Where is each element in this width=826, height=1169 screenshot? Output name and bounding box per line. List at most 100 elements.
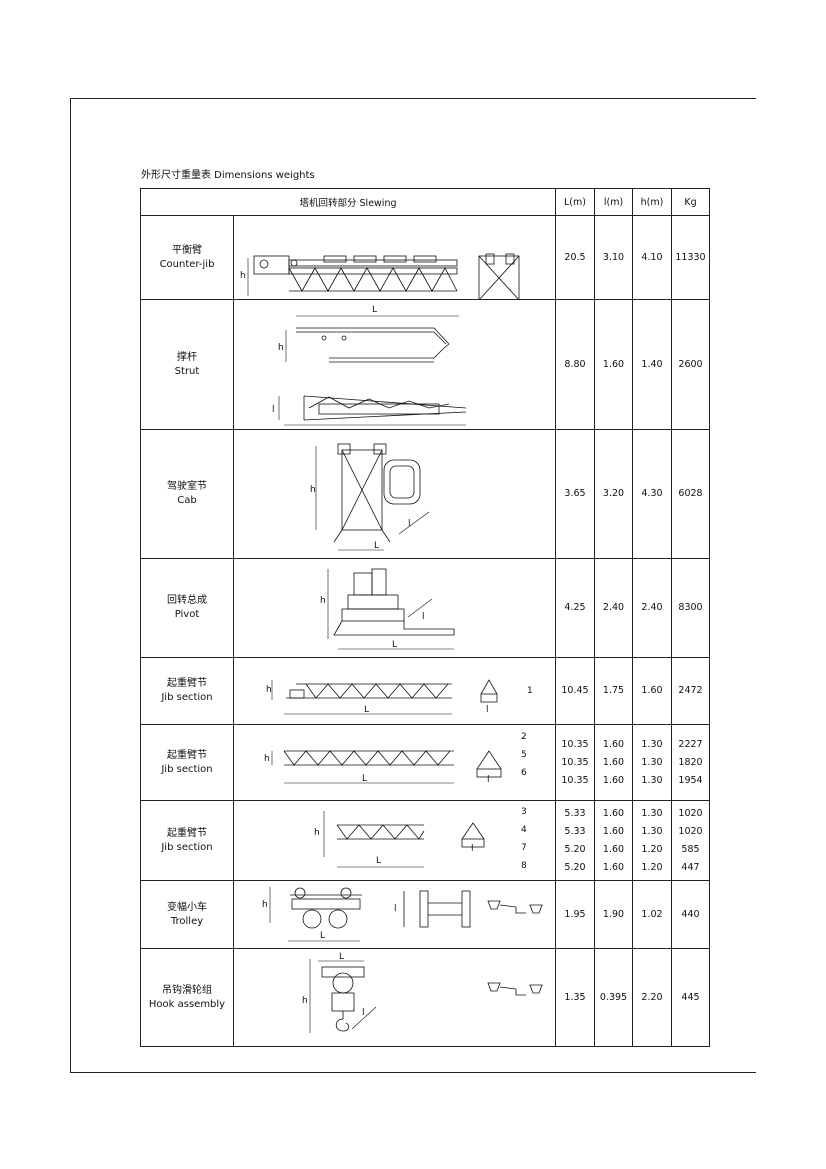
jib-1-length-label: L xyxy=(364,705,369,715)
weight-cell: 445 xyxy=(671,948,710,1047)
table-row: 撑杆 Strut L h l 8.80 xyxy=(140,299,710,430)
hook-assembly-drawing: L h l xyxy=(233,948,556,1047)
width-cell: 2.40 xyxy=(594,558,633,658)
jib-index-label: 2 xyxy=(521,732,527,742)
jib-2-length-label: L xyxy=(362,774,367,784)
trolley-figure: L h l xyxy=(262,887,543,942)
cab-figure: h L l xyxy=(310,443,430,551)
strut-drawing: L h l xyxy=(233,299,556,430)
counter-jib-figure: L h l xyxy=(240,253,520,299)
jib-3-length-label: L xyxy=(376,856,381,866)
trolley-drawing: L h l xyxy=(233,880,556,949)
header-width: l(m) xyxy=(594,188,633,216)
width-cell: 1.90 xyxy=(594,880,633,949)
weight-cell: 11330 xyxy=(671,215,710,300)
cab-height-label: h xyxy=(310,485,316,495)
table-header-row: 塔机回转部分 Slewing L(m) l(m) h(m) Kg xyxy=(140,188,710,216)
pivot-width-label: l xyxy=(422,612,425,622)
component-name: 变幅小车 Trolley xyxy=(140,880,234,949)
component-name: 起重臂节 Jib section xyxy=(140,724,234,801)
height-cell: 1.40 xyxy=(632,299,672,430)
weight-cell: 440 xyxy=(671,880,710,949)
hook-height-label: h xyxy=(302,996,308,1006)
jib-index-label: 6 xyxy=(521,768,527,778)
weight-cell: 6028 xyxy=(671,429,710,559)
table-row: 回转总成 Pivot h L l 4.25 2.40 2.40 8300 xyxy=(140,558,710,658)
length-cell: 20.5 xyxy=(555,215,595,300)
cab-width-label: l xyxy=(408,519,411,529)
weight-cell: 8300 xyxy=(671,558,710,658)
table-row: 平衡臂 Counter-jib L h xyxy=(140,215,710,300)
height-cell: 4.10 xyxy=(632,215,672,300)
page-frame-top xyxy=(70,98,756,99)
length-cell: 3.65 xyxy=(555,429,595,559)
counter-jib-height-label: h xyxy=(240,271,246,281)
cab-drawing: h L l xyxy=(233,429,556,559)
jib-section-3-drawing: L h l 3 4 7 8 xyxy=(233,800,556,881)
header-section: 塔机回转部分 Slewing xyxy=(140,188,556,216)
strut-width-label: l xyxy=(272,405,275,415)
header-height: h(m) xyxy=(632,188,672,216)
jib-3-height-label: h xyxy=(314,828,320,838)
trolley-height-label: h xyxy=(262,900,268,910)
jib-2-width-label: l xyxy=(487,775,490,785)
width-cell: 3.20 xyxy=(594,429,633,559)
length-cell: 8.80 xyxy=(555,299,595,430)
component-name: 驾驶室节 Cab xyxy=(140,429,234,559)
page-title: 外形尺寸重量表 Dimensions weights xyxy=(141,170,315,181)
width-cell: 1.60 xyxy=(594,299,633,430)
weight-cell: 2600 xyxy=(671,299,710,430)
width-cell: 3.10 xyxy=(594,215,633,300)
length-cell: 10.45 xyxy=(555,657,595,725)
page-frame-left xyxy=(70,98,71,1072)
table-row: 起重臂节 Jib section L h l 1 10.45 1.75 1.60… xyxy=(140,657,710,725)
height-cell: 1.60 xyxy=(632,657,672,725)
trolley-length-label: L xyxy=(320,931,325,941)
jib-section-3-figure: L h l xyxy=(314,811,485,868)
component-name: 撑杆 Strut xyxy=(140,299,234,430)
jib-index-label: 5 xyxy=(521,750,527,760)
pivot-height-label: h xyxy=(320,596,326,606)
jib-index-label: 3 xyxy=(521,807,527,817)
cab-length-label: L xyxy=(374,541,379,551)
header-length: L(m) xyxy=(555,188,595,216)
jib-index-label: 4 xyxy=(521,825,527,835)
length-cell: 4.25 xyxy=(555,558,595,658)
hook-width-label: l xyxy=(362,1008,365,1018)
height-cell: 1.02 xyxy=(632,880,672,949)
jib-section-2-drawing: L h l 2 5 6 xyxy=(233,724,556,801)
component-name: 起重臂节 Jib section xyxy=(140,800,234,881)
page-frame-bottom xyxy=(70,1072,756,1073)
strut-height-label: h xyxy=(278,343,284,353)
width-cell: 0.395 xyxy=(594,948,633,1047)
hook-length-label: L xyxy=(339,952,344,962)
length-cell: 1.95 xyxy=(555,880,595,949)
jib-2-height-label: h xyxy=(264,754,270,764)
length-cell: 1.35 xyxy=(555,948,595,1047)
counter-jib-drawing: L h l xyxy=(233,215,556,300)
table-row: 吊钩滑轮组 Hook assembly L h l 1.3 xyxy=(140,948,710,1047)
height-cell: 4.30 xyxy=(632,429,672,559)
jib-index-label: 7 xyxy=(521,843,527,853)
pivot-length-label: L xyxy=(392,640,397,650)
height-cell: 2.40 xyxy=(632,558,672,658)
jib-index-label: 1 xyxy=(527,686,533,696)
jib-1-height-label: h xyxy=(266,685,272,695)
strut-length-label: L xyxy=(372,305,377,315)
width-cell: 1.75 xyxy=(594,657,633,725)
table-row: 驾驶室节 Cab h L l 3.65 3.20 4.30 6028 xyxy=(140,429,710,559)
component-name: 起重臂节 Jib section xyxy=(140,657,234,725)
component-name: 吊钩滑轮组 Hook assembly xyxy=(140,948,234,1047)
jib-1-width-label: l xyxy=(486,705,489,715)
height-cell: 2.20 xyxy=(632,948,672,1047)
pivot-figure: h L l xyxy=(320,568,455,650)
